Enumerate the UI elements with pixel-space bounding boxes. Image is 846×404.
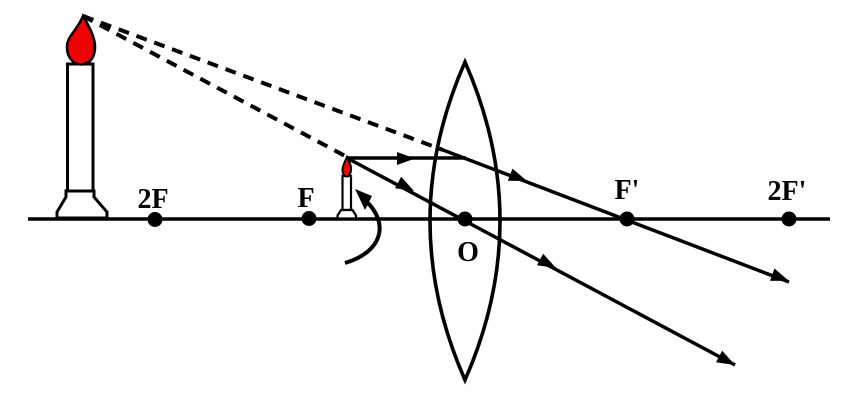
image-candle-base	[55, 189, 109, 220]
parallel-ray-refracted-line	[442, 148, 790, 284]
arrowhead-refracted-end-icon	[769, 268, 789, 281]
label-2f-right: 2F'	[768, 176, 807, 207]
image-candle	[55, 13, 109, 220]
arrowhead-parallel-incident-icon	[397, 152, 415, 165]
rotation-arrow-arc	[344, 199, 382, 265]
label-f-right: F'	[615, 175, 640, 206]
rotation-arrowhead-icon	[355, 189, 372, 210]
point-optical-center-dot	[457, 211, 473, 227]
point-2f-right-dot	[781, 211, 797, 227]
label-2f-left: 2F	[137, 184, 168, 215]
object-candle-body	[341, 174, 353, 212]
point-f-left-dot	[301, 211, 317, 226]
arrowhead-central-mid-icon	[395, 176, 414, 191]
image-candle-body	[66, 62, 95, 193]
label-f-left: F	[297, 183, 314, 214]
virtual-extension-upper-dashed-line	[82, 14, 444, 152]
arrowhead-refracted-mid-icon	[507, 168, 527, 181]
point-2f-left-dot	[147, 212, 163, 227]
object-candle-flame	[341, 154, 353, 178]
object-candle-base	[336, 208, 358, 220]
label-optical-center: O	[457, 237, 479, 268]
converging-lens	[428, 57, 502, 385]
arrowhead-central-after-lens-icon	[537, 253, 556, 268]
arrowhead-central-end-icon	[716, 350, 735, 365]
object-candle	[336, 154, 358, 220]
point-f-right-dot	[619, 211, 635, 227]
image-candle-flame	[65, 13, 97, 66]
virtual-extension-lower-dashed-line	[82, 14, 348, 159]
